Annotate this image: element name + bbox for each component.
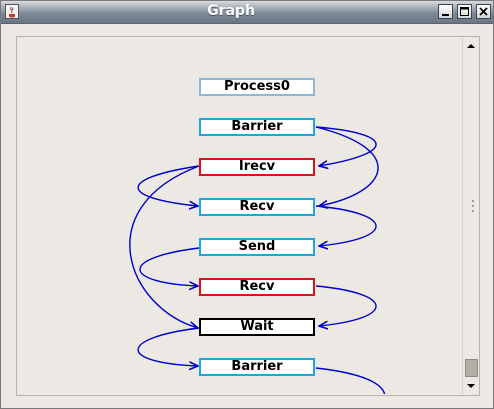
graph-node-recv[interactable]: Recv [199,198,315,216]
maximize-button[interactable] [457,4,472,19]
edge-barrier-recv [315,126,379,206]
edge-send-recv [139,247,199,286]
edge-barrier-irecv [315,126,377,166]
resize-grip-icon[interactable] [471,199,475,213]
close-icon [479,7,488,16]
graph-node-irecv[interactable]: Irecv [199,158,315,176]
edge-irecv-recv [137,165,199,206]
close-button[interactable] [476,4,491,19]
edge-recv-wait [315,285,377,326]
edge-recv-send [315,205,377,246]
graph-node-send[interactable]: Send [199,238,315,256]
graph-node-process0[interactable]: Process0 [199,78,315,96]
triangle-down-icon[interactable] [463,378,479,394]
title-bar[interactable]: Graph [1,1,493,24]
maximize-icon [460,7,469,16]
window-title: Graph [207,3,255,19]
vertical-scrollbar[interactable] [462,38,478,394]
graph-node-recv[interactable]: Recv [199,278,315,296]
scrollbar-thumb[interactable] [465,359,478,377]
graph-node-barrier[interactable]: Barrier [199,358,315,376]
edge-barrier-next [315,367,386,394]
edge-irecv-wait [129,165,199,328]
edge-wait-barrier [137,327,199,366]
graph-panel-border [16,36,480,396]
minimize-icon [442,14,449,16]
java-cup-icon[interactable] [5,4,19,19]
triangle-up-icon[interactable] [463,38,479,54]
graph-node-barrier[interactable]: Barrier [199,118,315,136]
graph-node-wait[interactable]: Wait [199,318,315,336]
minimize-button[interactable] [438,4,453,19]
graph-edges [129,126,386,394]
